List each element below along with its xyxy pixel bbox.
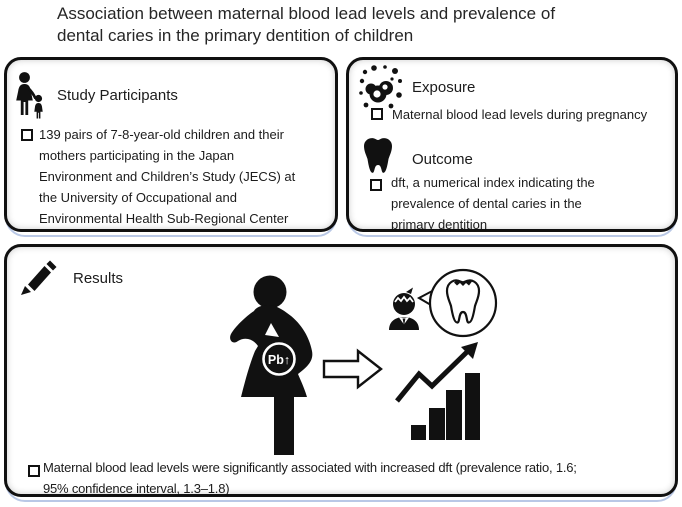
- mother-child-icon: [13, 72, 47, 120]
- pregnant-woman-icon: Pb↑: [230, 275, 313, 455]
- rising-bar-chart-icon: [395, 342, 480, 440]
- right-arrow-icon: [322, 348, 383, 390]
- exposure-header: Exposure: [412, 79, 476, 96]
- results-panel: Results Pb↑: [4, 244, 678, 502]
- bullet-square: [28, 465, 40, 477]
- bullet-square: [371, 108, 383, 120]
- study-participants-text: 139 pairs of 7-8-year-old children and t…: [39, 127, 296, 226]
- results-panel-body: Results Pb↑: [4, 244, 678, 497]
- molecules-icon: [358, 63, 402, 115]
- results-header: Results: [73, 270, 124, 287]
- results-graphic: Pb↑: [7, 247, 673, 459]
- outcome-text: dft, a numerical index indicating the pr…: [391, 175, 595, 232]
- exposure-text: Maternal blood lead levels during pregna…: [392, 107, 648, 122]
- page-title: Association between maternal blood lead …: [57, 4, 556, 45]
- bullet-square: [21, 129, 33, 141]
- bullet-square: [370, 179, 382, 191]
- tooth-icon: [362, 136, 394, 175]
- pb-up-label: Pb↑: [268, 353, 290, 367]
- study-participants-header: Study Participants: [57, 87, 178, 104]
- speech-bubble-tooth-caries-icon: [416, 268, 498, 338]
- study-participants-panel-body: Study Participants 139 pairs of 7-8-year…: [4, 57, 338, 232]
- exposure-outcome-panel-body: Exposure Maternal blood lead levels duri…: [346, 57, 678, 232]
- exposure-outcome-panel: Exposure Maternal blood lead levels duri…: [346, 57, 678, 237]
- results-text: Maternal blood lead levels were signific…: [43, 460, 577, 496]
- study-participants-panel: Study Participants 139 pairs of 7-8-year…: [4, 57, 338, 237]
- child-icon: [389, 287, 419, 330]
- pencil-icon: [20, 258, 60, 298]
- outcome-header: Outcome: [412, 151, 473, 168]
